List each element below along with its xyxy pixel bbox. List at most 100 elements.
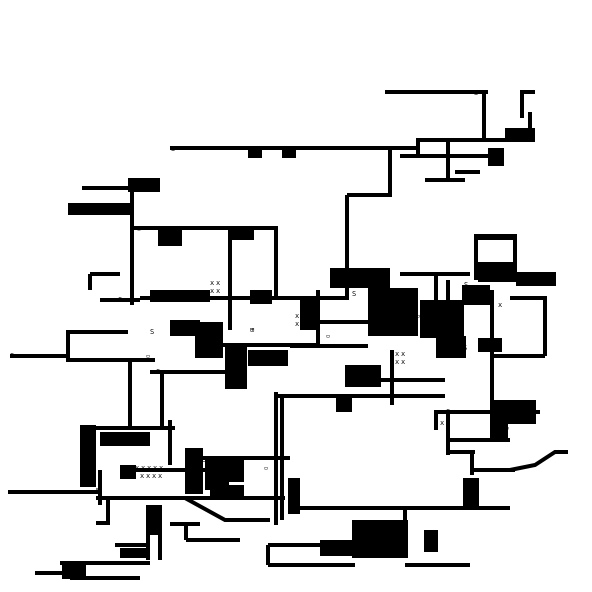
room-block: [505, 128, 535, 142]
wall-segment: [345, 195, 349, 300]
wall-segment: [35, 571, 75, 575]
room-block: [490, 424, 508, 438]
wall-segment: [543, 296, 547, 356]
wall-segment: [395, 394, 445, 398]
wall-segment: [128, 360, 132, 428]
wall-segment: [266, 545, 270, 565]
door-marker: ▫: [137, 225, 141, 233]
wall-segment: [510, 296, 545, 300]
wall-diagonal: [509, 450, 568, 472]
crate-marker: x: [140, 472, 144, 480]
room-block: [462, 285, 490, 305]
door-marker: ▫: [400, 152, 404, 160]
door-marker: ▫: [264, 464, 268, 472]
wall-segment: [130, 190, 134, 305]
room-block: [120, 465, 136, 479]
wall-segment: [470, 452, 474, 475]
start-marker: S: [202, 456, 206, 464]
wall-segment: [168, 420, 172, 465]
wall-segment: [68, 330, 128, 334]
room-block: [463, 478, 479, 510]
wall-segment: [60, 561, 150, 565]
wall-segment: [390, 350, 394, 405]
wall-segment: [140, 296, 345, 300]
room-block: [320, 540, 354, 556]
room-block: [248, 350, 288, 366]
wall-diagonal: [184, 496, 270, 522]
wall-segment: [450, 438, 510, 442]
room-block: [516, 272, 556, 286]
crate-marker: x: [210, 287, 214, 295]
wall-segment: [528, 112, 532, 135]
start-marker: S: [352, 290, 356, 298]
crate-marker: x: [295, 312, 299, 320]
wall-segment: [450, 450, 475, 454]
room-block: [336, 396, 352, 412]
start-marker: S: [446, 408, 450, 416]
room-block: [195, 322, 223, 358]
crate-marker: x: [210, 279, 214, 287]
stairs-marker: ⊞: [385, 392, 390, 400]
crate-marker: x: [395, 358, 399, 366]
wall-segment: [434, 410, 540, 414]
room-block: [436, 336, 466, 358]
wall-segment: [100, 298, 140, 302]
start-marker: S: [10, 352, 14, 360]
wall-segment: [455, 170, 480, 174]
room-block: [282, 148, 296, 158]
crate-marker: x: [152, 472, 156, 480]
room-block: [288, 478, 300, 514]
crate-marker: x: [440, 419, 444, 427]
wall-segment: [385, 90, 488, 94]
start-marker: S: [150, 328, 154, 336]
room-block: [228, 458, 244, 482]
crate-marker: x: [395, 350, 399, 358]
wall-segment: [268, 543, 355, 547]
wall-segment: [418, 138, 505, 142]
wall-segment: [66, 330, 70, 362]
wall-segment: [268, 563, 355, 567]
door-marker: ▫: [326, 332, 330, 340]
wall-segment: [120, 468, 215, 472]
room-block: [232, 228, 254, 240]
room-block: [478, 338, 502, 352]
wall-segment: [474, 234, 478, 280]
room-block: [345, 365, 381, 387]
room-block-layer: [62, 128, 556, 579]
room-block: [300, 300, 316, 330]
room-block: [424, 530, 438, 552]
crate-marker: x: [153, 464, 157, 472]
wall-segment: [513, 234, 517, 280]
crate-marker: x: [401, 350, 405, 358]
wall-segment: [274, 228, 278, 300]
crate-marker: x: [401, 358, 405, 366]
wall-segment: [88, 274, 92, 290]
room-block: [62, 565, 86, 579]
room-block: [488, 148, 504, 166]
wall-segment: [200, 343, 320, 347]
wall-segment: [446, 140, 450, 180]
wall-segment: [482, 90, 486, 140]
crate-marker: x: [216, 287, 220, 295]
room-block: [368, 288, 418, 336]
wall-segment: [490, 354, 545, 358]
wall-segment: [150, 370, 228, 374]
room-block: [490, 400, 536, 424]
start-marker: S: [463, 344, 467, 352]
room-block: [225, 345, 247, 389]
wall-segment: [200, 456, 290, 460]
room-block: [474, 234, 516, 240]
wall-segment: [520, 90, 524, 118]
start-marker: S: [474, 89, 478, 97]
wall-segment: [160, 372, 164, 430]
wall-segment: [96, 521, 110, 525]
wall-segment: [388, 148, 392, 195]
wall-segment: [90, 272, 120, 276]
crate-marker: x: [147, 464, 151, 472]
wall-segment: [186, 538, 240, 542]
wall-segment: [320, 320, 368, 324]
wall-segment: [80, 426, 175, 430]
room-block: [478, 262, 516, 282]
room-block: [330, 268, 390, 288]
